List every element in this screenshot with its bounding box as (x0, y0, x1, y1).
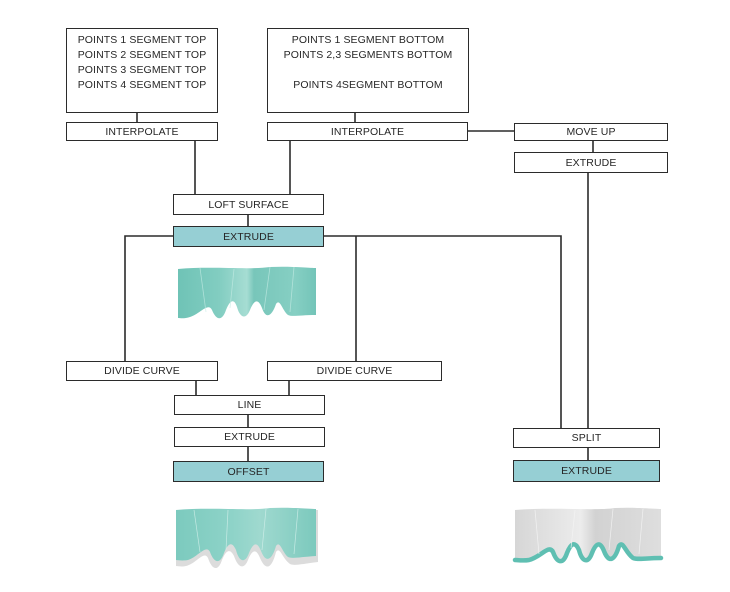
split-teal-edge (512, 542, 664, 564)
node-points-segment-top: POINTS 1 SEGMENT TOP POINTS 2 SEGMENT TO… (66, 28, 218, 113)
offset-highlight (293, 508, 299, 555)
node-interpolate-bottom: INTERPOLATE (267, 122, 468, 141)
node-line: LINE (174, 395, 325, 415)
split-highlight (570, 509, 576, 549)
node-extrude-loft: EXTRUDE (173, 226, 324, 247)
edge-extrude-divide-left (124, 235, 173, 361)
node-offset: OFFSET (173, 461, 324, 482)
split-highlight (608, 508, 614, 551)
split-extrude-render (512, 507, 664, 564)
split-highlight (638, 508, 644, 555)
offset-highlight (225, 509, 229, 551)
offset-result-render (176, 507, 318, 569)
points-bottom-line-2: POINTS 2,3 SEGMENTS BOTTOM (283, 49, 453, 61)
node-extrude-split: EXTRUDE (513, 460, 660, 482)
offset-surface-shape (176, 507, 316, 562)
surface-highlight (263, 266, 271, 311)
node-interpolate-top: INTERPOLATE (66, 122, 218, 141)
node-extrude-move: EXTRUDE (514, 152, 668, 173)
split-highlight (534, 509, 540, 555)
node-split: SPLIT (513, 428, 660, 448)
surface-shape (178, 266, 316, 319)
points-bottom-spacer (268, 63, 468, 78)
points-top-line-1: POINTS 1 SEGMENT TOP (77, 34, 207, 46)
points-top-line-3: POINTS 3 SEGMENT TOP (77, 64, 207, 76)
offset-highlight (261, 508, 267, 551)
node-points-segment-bottom: POINTS 1 SEGMENT BOTTOM POINTS 2,3 SEGME… (267, 28, 469, 113)
node-divide-curve-left: DIVIDE CURVE (66, 361, 218, 381)
surface-highlight (289, 266, 295, 313)
edge-extrude-split (323, 235, 562, 428)
node-move-up: MOVE UP (514, 123, 668, 141)
node-extrude-line: EXTRUDE (174, 427, 325, 447)
points-top-line-2: POINTS 2 SEGMENT TOP (77, 49, 207, 61)
node-divide-curve-right: DIVIDE CURVE (267, 361, 442, 381)
node-loft-surface: LOFT SURFACE (173, 194, 324, 215)
surface-highlight (229, 268, 235, 309)
points-top-line-4: POINTS 4 SEGMENT TOP (77, 79, 207, 91)
offset-highlight (193, 509, 201, 553)
points-bottom-line-1: POINTS 1 SEGMENT BOTTOM (291, 34, 445, 46)
extruded-surface-render (178, 266, 316, 319)
surface-highlight (199, 267, 207, 313)
points-bottom-line-4: POINTS 4SEGMENT BOTTOM (293, 79, 443, 91)
